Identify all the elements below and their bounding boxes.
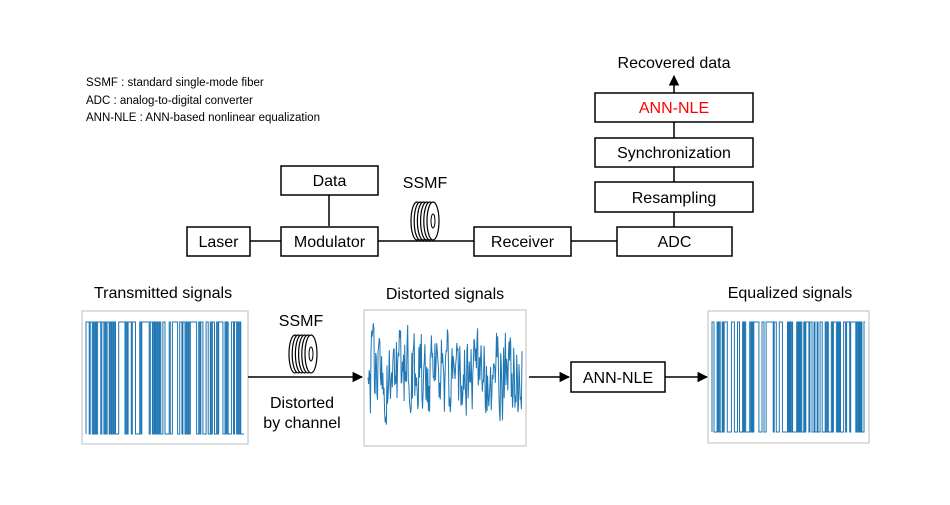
data-label: Data <box>313 173 347 190</box>
fiber-coil-icon <box>410 201 440 241</box>
channel-fiber-label: SSMF <box>279 313 324 330</box>
equalizer-label: ANN-NLE <box>583 370 653 387</box>
resampling-label: Resampling <box>632 190 716 207</box>
data-block <box>280 165 379 196</box>
fiber-coil-icon <box>288 334 318 374</box>
distorted-title: Distorted signals <box>386 286 504 303</box>
distorted-caption-line2: by channel <box>263 415 340 432</box>
distorted-waveform <box>367 323 523 425</box>
ann-nle-block <box>594 92 754 123</box>
adc-block <box>616 226 733 257</box>
legend-ssmf: SSMF : standard single-mode fiber <box>86 77 264 89</box>
distorted-caption-line1: Distorted <box>270 395 334 412</box>
laser-label: Laser <box>198 234 239 251</box>
abbreviation-legend: SSMF : standard single-mode fiber ADC : … <box>86 77 320 124</box>
modulator-label: Modulator <box>294 234 366 251</box>
synchronization-block <box>594 137 754 168</box>
receiver-block <box>473 226 572 257</box>
receiver-label: Receiver <box>491 234 555 251</box>
adc-label: ADC <box>658 234 692 251</box>
transmitted-title: Transmitted signals <box>94 285 232 302</box>
equalized-waveform <box>711 321 865 433</box>
equalized-title: Equalized signals <box>728 285 853 302</box>
modulator-block <box>280 226 379 257</box>
legend-adc: ADC : analog-to-digital converter <box>86 95 253 107</box>
fiber-label: SSMF <box>403 175 448 192</box>
transmission-system: SSMF Laser Modulator Data Receiver ADC R… <box>186 55 754 257</box>
recovered-data-label: Recovered data <box>618 55 731 72</box>
transmitted-waveform <box>85 321 244 435</box>
ann-nle-label: ANN-NLE <box>639 100 709 117</box>
resampling-block <box>594 181 754 213</box>
legend-ann-nle: ANN-NLE : ANN-based nonlinear equalizati… <box>86 112 320 124</box>
laser-block <box>186 226 251 257</box>
signal-illustration: Transmitted signals SSMF Distorted by ch… <box>81 285 870 447</box>
synchronization-label: Synchronization <box>617 145 731 162</box>
